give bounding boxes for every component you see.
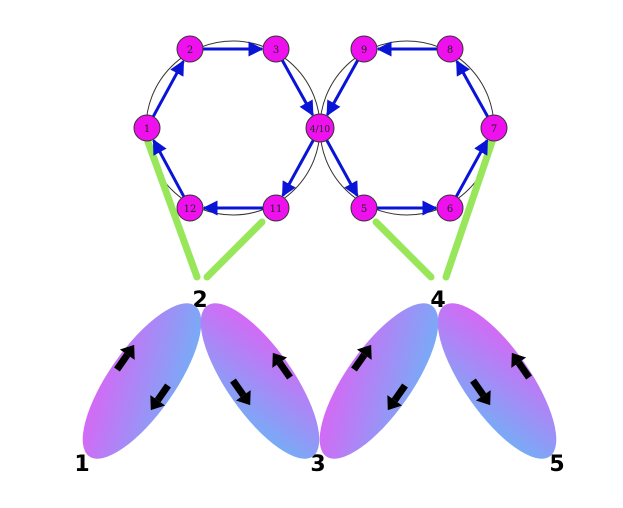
edge-410-to-5 [325, 139, 359, 198]
edge-1-to-2 [151, 59, 185, 118]
node-4-10-label: 4/10 [310, 125, 330, 135]
arrow-down-icon [230, 378, 251, 406]
node-8-label: 8 [447, 45, 453, 56]
node-5-label: 5 [361, 204, 367, 215]
arrow-down-icon [387, 383, 408, 411]
ellipse-label-5: 5 [549, 452, 564, 477]
ellipse-label-3: 3 [310, 452, 325, 477]
node-12: 12 [176, 194, 204, 222]
node-9: 9 [350, 35, 378, 63]
left-ring [145, 40, 321, 216]
connector-11-to-2 [203, 218, 266, 281]
arrow-up-icon [351, 344, 372, 372]
node-6-label: 6 [447, 204, 453, 215]
edge-6-to-7 [454, 138, 489, 198]
node-7-label: 7 [491, 124, 497, 135]
node-9-label: 9 [361, 45, 367, 56]
edge-3-to-410 [281, 59, 315, 117]
arrow-up-icon [114, 344, 135, 372]
node-2-label: 2 [187, 45, 193, 56]
node-8: 8 [436, 35, 464, 63]
node-5: 5 [350, 194, 378, 222]
connector-5-to-4 [372, 218, 435, 281]
node-12-label: 12 [184, 204, 197, 215]
black-arrows [114, 344, 532, 411]
node-11-label: 11 [270, 204, 283, 215]
edge-7-to-8 [455, 59, 489, 118]
ellipse-4-5 [437, 303, 557, 459]
right-ring [319, 40, 495, 216]
edge-9-to-410 [325, 59, 359, 117]
arrow-up-icon [272, 352, 293, 380]
ellipse-label-1: 1 [74, 452, 89, 477]
ellipse-label-4: 4 [430, 288, 445, 313]
node-4-10: 4/10 [305, 113, 335, 143]
graph-edges [151, 41, 489, 216]
node-3-label: 3 [273, 45, 279, 56]
node-3: 3 [262, 35, 290, 63]
ellipse-1-2 [82, 303, 202, 459]
node-2: 2 [176, 35, 204, 63]
ellipse-3-4 [319, 303, 439, 459]
connector-1-to-2 [144, 138, 201, 281]
node-1-label: 1 [144, 124, 150, 135]
node-6: 6 [436, 194, 464, 222]
edge-12-to-1 [152, 139, 186, 198]
node-1: 1 [133, 114, 161, 142]
ellipse-label-2: 2 [192, 288, 207, 313]
arrow-down-icon [470, 378, 491, 406]
connector-7-to-4 [442, 138, 496, 281]
arrow-up-icon [511, 352, 532, 380]
ellipse-2-3 [200, 303, 320, 459]
node-11: 11 [262, 194, 290, 222]
edge-410-to-11 [281, 139, 315, 198]
node-7: 7 [480, 114, 508, 142]
arrow-down-icon [150, 383, 171, 411]
